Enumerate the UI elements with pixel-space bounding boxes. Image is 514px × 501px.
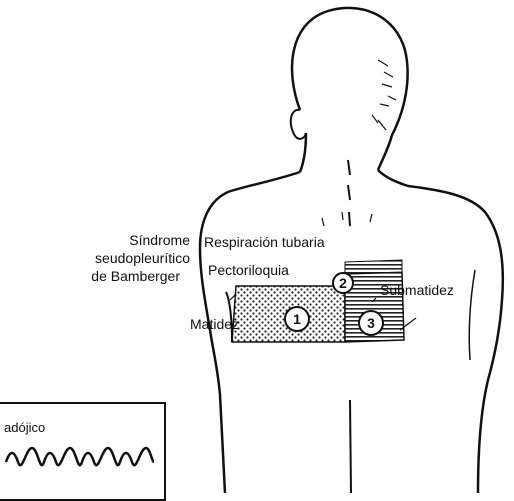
pectoriloquia-label: Pectoriloquia (208, 262, 289, 278)
marker-3: 3 (358, 310, 384, 336)
matidez-label: Matidez (190, 316, 239, 332)
sindrome-label-2: seudopleurítico (40, 250, 190, 266)
marker-2: 2 (332, 272, 354, 294)
respiracion-label: Respiración tubaria (204, 234, 325, 250)
submatidez-label: Submatidez (380, 282, 454, 298)
marker-1: 1 (284, 306, 310, 332)
sindrome-label-3: de Bamberger (40, 268, 180, 284)
sindrome-label-1: Síndrome (60, 232, 190, 248)
